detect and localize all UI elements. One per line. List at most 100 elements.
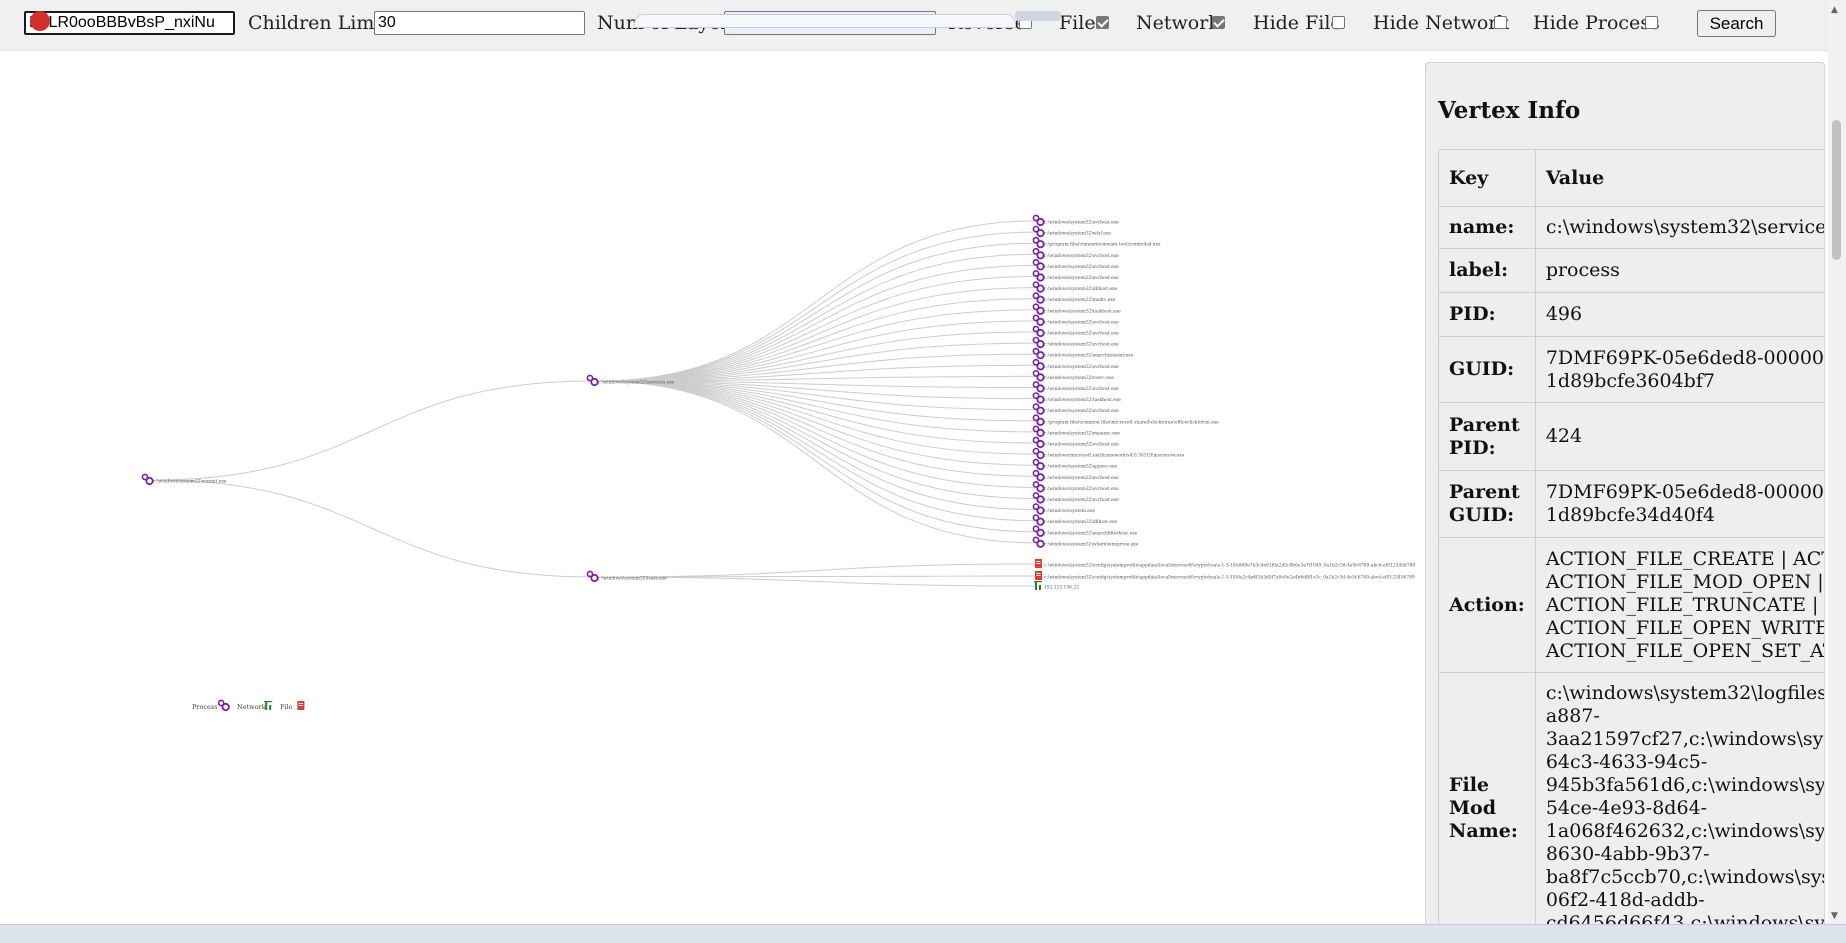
graph-node-process[interactable]: c:\windows\system32\svchost.exe bbox=[1032, 403, 1119, 415]
graph-node-process[interactable]: c:\windows\system32\svchost.exe bbox=[1032, 436, 1119, 449]
graph-id-input[interactable] bbox=[24, 11, 235, 35]
vertex-info-title: Vertex Info bbox=[1438, 97, 1581, 124]
graph-node-network[interactable]: 192.123.156.22 bbox=[1034, 581, 1079, 591]
graph-node-process[interactable]: c:\windows\system32\wlsf.exe bbox=[1032, 225, 1111, 238]
row-value: 7DMF69PK-05e6ded8-000001a8-001d89bcfe34d… bbox=[1534, 470, 1824, 538]
row-value: 7DMF69PK-05e6ded8-000001f0-001d89bcfe360… bbox=[1534, 336, 1824, 403]
vertex-info-row: GUID: 7DMF69PK-05e6ded8-000001f0-001d89b… bbox=[1438, 336, 1824, 403]
graph-node-process[interactable]: c:\windows\system32\vssvc.exe bbox=[1032, 369, 1114, 382]
graph-node-process[interactable]: c:\windows\system32\msiexec.exe bbox=[1032, 425, 1120, 437]
graph-node-label: c:\windows\system32\svchost.exe bbox=[1044, 487, 1119, 492]
row-value: c:\windows\system32\services.exe bbox=[1534, 206, 1824, 249]
graph-edge bbox=[597, 380, 1037, 533]
row-key: Parent GUID: bbox=[1438, 470, 1536, 538]
graph-node-file[interactable]: c:\windows\system32\config\systemprofile… bbox=[1035, 571, 1415, 581]
key-column-header: Key bbox=[1438, 149, 1536, 207]
children-limit-input[interactable] bbox=[374, 11, 585, 35]
scroll-down-arrow-icon[interactable]: ▼ bbox=[1831, 911, 1838, 921]
graph-edge bbox=[597, 380, 1037, 466]
graph-node-file[interactable]: c:\windows\system32\config\systemprofile… bbox=[1035, 559, 1415, 569]
graph-node-process[interactable]: c:\windows\system32\svchost.exe bbox=[1032, 325, 1119, 338]
graph-node-label: c:\windows\system32\svchost.exe bbox=[1044, 221, 1119, 226]
graph-edge bbox=[597, 380, 1037, 388]
vertex-info-header-row: Key Value bbox=[1438, 149, 1824, 207]
notification-badge-icon[interactable] bbox=[30, 11, 50, 31]
graph-edge bbox=[597, 380, 1037, 477]
vertex-info-row: PID: 496 bbox=[1438, 292, 1824, 337]
hide-process-label: Hide Process bbox=[1533, 12, 1660, 34]
graph-node-process[interactable]: c:\windows\system.exe bbox=[1032, 503, 1095, 515]
graph-node-process[interactable]: c:\windows\system32\svchost.exe bbox=[1032, 336, 1119, 349]
hide-file-checkbox[interactable] bbox=[1332, 16, 1345, 29]
graph-node-process[interactable]: c:\windows\system32\svchost.exe bbox=[1032, 247, 1119, 260]
graph-node-process[interactable]: c:\windows\system32\svchost.exe bbox=[1032, 270, 1119, 282]
graph-node-process[interactable]: c:\windows\system32\wbem\wmiprvse.exe bbox=[1032, 536, 1139, 548]
graph-node-process[interactable]: c:\windows\system32\svchost.exe bbox=[1032, 381, 1119, 393]
graph-node-process[interactable]: c:\windows\system32\svchost.exe bbox=[1032, 469, 1119, 482]
graph-node-process[interactable]: c:\windows\system32\svchost.exe bbox=[1032, 214, 1119, 227]
graph-node-process[interactable]: c:\program files\common files\microsoft … bbox=[1032, 414, 1219, 426]
taskbar-app-button[interactable] bbox=[1015, 11, 1061, 21]
graph-node-process[interactable]: c:\windows\system32\services.exe bbox=[586, 374, 675, 387]
graph-node-process[interactable]: c:\windows\system32\searchfilterhost.exe bbox=[1032, 525, 1138, 537]
network-checkbox[interactable] bbox=[1212, 16, 1225, 29]
vertex-info-row: Parent PID: 424 bbox=[1438, 402, 1824, 471]
graph-edge bbox=[597, 380, 1037, 544]
graph-node-process[interactable]: c:\windows\system32\taskhost.exe bbox=[1032, 303, 1121, 315]
graph-node-label: c:\windows\system32\svchost.exe bbox=[1044, 254, 1119, 259]
graph-edge bbox=[597, 380, 1037, 444]
graph-node-label: c:\windows\system32\dllhost.exe bbox=[1044, 287, 1118, 292]
graph-edge bbox=[597, 242, 1037, 382]
scrollbar-thumb[interactable] bbox=[1832, 120, 1841, 260]
graph-node-process[interactable]: c:\windows\system32\dllhost.exe bbox=[1032, 281, 1118, 293]
graph-node-label: c:\windows\system.exe bbox=[1044, 509, 1095, 514]
graph-edge bbox=[597, 320, 1037, 382]
graph-edge bbox=[597, 380, 1037, 433]
graph-node-process[interactable]: c:\windows\system32\taskhost.exe bbox=[1032, 392, 1121, 404]
graph-edge bbox=[597, 380, 1037, 499]
graph-node-process[interactable]: c:\windows\system32\sppsvc.exe bbox=[1032, 458, 1117, 471]
graph-edge bbox=[597, 298, 1037, 382]
vertex-info-row: label: process bbox=[1438, 248, 1824, 293]
row-value: 496 bbox=[1534, 292, 1824, 337]
graph-node-label: c:\windows\system32\sppsvc.exe bbox=[1044, 465, 1117, 470]
file-checkbox[interactable] bbox=[1096, 16, 1109, 29]
graph-node-process[interactable]: c:\windows\system32\searchindexer.exe bbox=[1032, 347, 1134, 360]
graph-node-label: c:\windows\system32\lsass.exe bbox=[598, 577, 667, 582]
hide-file-label: Hide File bbox=[1253, 12, 1342, 34]
graph-edge bbox=[597, 380, 1037, 411]
graph-edge bbox=[597, 331, 1037, 382]
graph-node-label: c:\program files\common files\microsoft … bbox=[1044, 420, 1219, 425]
graph-node-process[interactable]: c:\windows\system32\svchost.exe bbox=[1032, 258, 1119, 271]
graph-node-label: c:\program files\vmware\vmware tools\vmt… bbox=[1044, 243, 1161, 248]
graph-node-process[interactable]: c:\program files\vmware\vmware tools\vmt… bbox=[1032, 236, 1161, 249]
graph-edge bbox=[152, 380, 593, 481]
graph-node-label: c:\windows\system32\config\systemprofile… bbox=[1044, 576, 1415, 581]
hide-network-checkbox[interactable] bbox=[1494, 16, 1507, 29]
hide-process-checkbox[interactable] bbox=[1645, 16, 1658, 29]
graph-edges bbox=[152, 220, 1037, 587]
graph-node-label: c:\windows\system32\svchost.exe bbox=[1044, 265, 1119, 270]
graph-node-process[interactable]: c:\windows\system32\wininit.exe bbox=[141, 473, 227, 486]
graph-node-label: c:\windows\system32\svchost.exe bbox=[1044, 343, 1119, 348]
graph-node-process[interactable]: c:\windows\microsoft.net\framework\v4.0.… bbox=[1032, 447, 1185, 460]
graph-node-process[interactable]: c:\windows\system32\dllhost.exe bbox=[1032, 514, 1118, 526]
graph-edge bbox=[597, 375, 1037, 382]
graph-node-process[interactable]: c:\windows\system32\svchost.exe bbox=[1032, 492, 1119, 504]
scroll-up-arrow-icon[interactable]: ▲ bbox=[1831, 5, 1838, 15]
taskbar-search-box[interactable] bbox=[634, 14, 1016, 28]
row-key: PID: bbox=[1438, 292, 1536, 337]
graph-edge bbox=[597, 342, 1037, 382]
graph-node-process[interactable]: c:\windows\system32\msdtc.exe bbox=[1032, 292, 1116, 304]
row-value: 424 bbox=[1534, 402, 1824, 471]
process-graph[interactable]: c:\windows\system32\wininit.exe c:\window… bbox=[0, 51, 1420, 924]
vertex-info-row: File Mod Name: c:\windows\system32\logfi… bbox=[1438, 672, 1824, 941]
graph-node-process[interactable]: c:\windows\system32\lsass.exe bbox=[586, 570, 667, 583]
search-button[interactable]: Search bbox=[1697, 10, 1776, 37]
graph-node-process[interactable]: c:\windows\system32\svchost.exe bbox=[1032, 358, 1119, 371]
graph-node-process[interactable]: c:\windows\system32\svchost.exe bbox=[1032, 314, 1119, 326]
graph-node-process[interactable]: c:\windows\system32\svchost.exe bbox=[1032, 480, 1119, 493]
graph-edge bbox=[597, 380, 1037, 522]
children-limit-label: Children Limit: bbox=[248, 12, 395, 34]
graph-edge bbox=[597, 353, 1037, 382]
